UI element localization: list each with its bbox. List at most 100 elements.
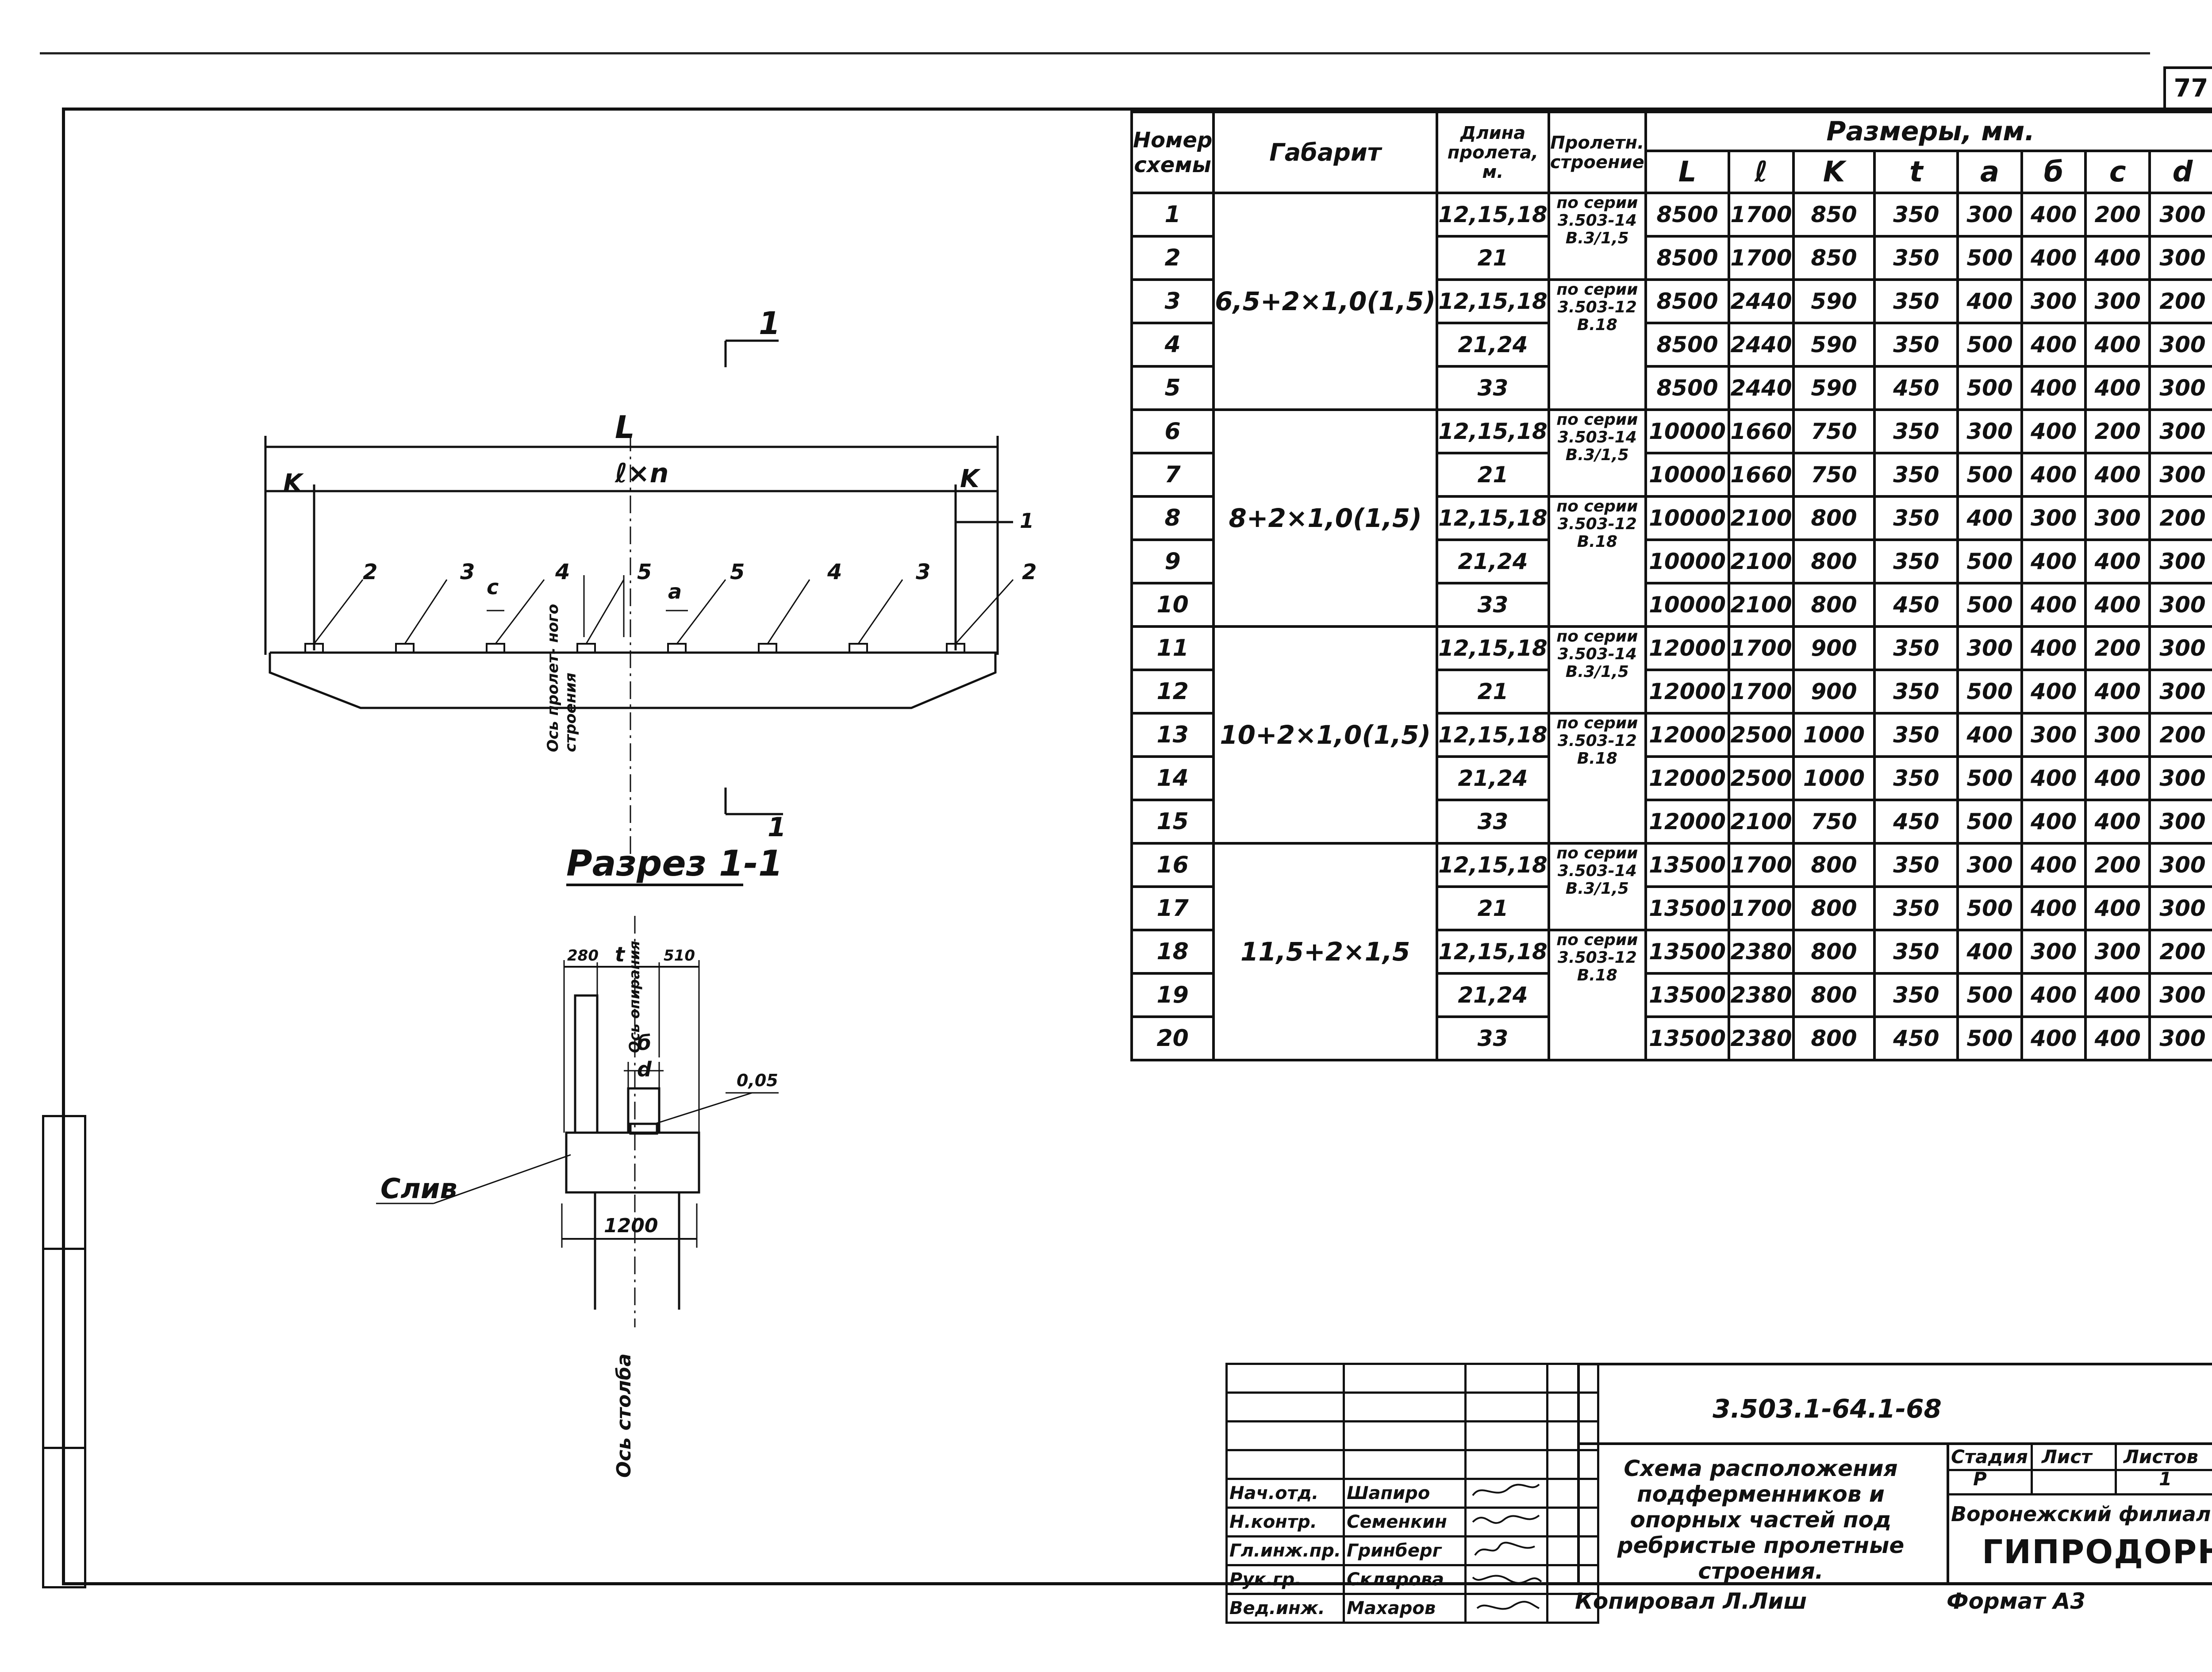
- section-mark-top: 1: [759, 305, 780, 342]
- tb-empty: [1343, 1391, 1467, 1422]
- span-length-cell: 33: [1436, 365, 1550, 411]
- dimensions-table: Номер схемы Габарит Длина пролета, м. Пр…: [1130, 111, 2212, 1061]
- header-dim-L: L: [1644, 150, 1731, 194]
- dimension-cell: 350: [1873, 538, 1959, 584]
- dim-t: t: [615, 942, 625, 966]
- dimension-cell: 400: [2020, 322, 2087, 368]
- signer-role: Гл.инж.пр.: [1225, 1535, 1345, 1566]
- dimension-cell: 300: [1956, 842, 2023, 888]
- superstructure-series-cell: по серии 3.503-14 В.3/1,5: [1547, 625, 1647, 715]
- tb-empty: [1546, 1564, 1600, 1595]
- scheme-no-cell: 14: [1130, 755, 1215, 801]
- signer-role: Нач.отд.: [1225, 1478, 1345, 1509]
- dimension-cell: 500: [1956, 365, 2023, 411]
- dimension-cell: 900: [1792, 669, 1876, 715]
- dimension-cell: 400: [2084, 972, 2151, 1018]
- dimension-cell: 12000: [1644, 625, 1731, 671]
- tb-empty: [1546, 1478, 1600, 1509]
- scheme-no-cell: 13: [1130, 712, 1215, 758]
- header-dim-a: a: [1956, 150, 2023, 194]
- header-span-length: Длина пролета, м.: [1436, 111, 1550, 194]
- span-length-cell: 21: [1436, 235, 1550, 281]
- dimension-cell: 1700: [1728, 842, 1795, 888]
- dimension-cell: 2380: [1728, 929, 1795, 975]
- tb-empty: [1343, 1363, 1467, 1394]
- dimension-cell: 350: [1873, 755, 1959, 801]
- span-length-cell: 21,24: [1436, 538, 1550, 584]
- dimension-cell: 12000: [1644, 755, 1731, 801]
- dimension-cell: 300: [2148, 538, 2212, 584]
- dimension-cell: 300: [2084, 278, 2151, 324]
- tb-empty: [1225, 1420, 1345, 1451]
- dimension-cell: 1000: [1792, 712, 1876, 758]
- table-row: 20331350023808004505004004003005: [1130, 1015, 2212, 1061]
- signer-name: Семенкин: [1343, 1507, 1467, 1537]
- dimension-cell: 450: [1873, 582, 1959, 628]
- span-length-cell: 12,15,18: [1436, 929, 1550, 975]
- format-note: Формат А3: [1947, 1588, 2086, 1614]
- scheme-no-cell: 2: [1130, 235, 1215, 281]
- dimension-cell: 400: [2020, 972, 2087, 1018]
- dimension-cell: 400: [2084, 538, 2151, 584]
- dimension-cell: 2440: [1728, 322, 1795, 368]
- dimension-cell: 800: [1792, 842, 1876, 888]
- header-scheme-no: Номер схемы: [1130, 111, 1215, 194]
- header-dim-t: t: [1873, 150, 1959, 194]
- scheme-no-cell: 20: [1130, 1015, 1215, 1061]
- table-row: 10331000021008004505004004003004: [1130, 582, 2212, 628]
- dimension-cell: 300: [2148, 1015, 2212, 1061]
- span-length-cell: 12,15,18: [1436, 278, 1550, 324]
- dimension-cell: 500: [1956, 538, 2023, 584]
- dimension-cell: 8500: [1644, 278, 1731, 324]
- bearing-layout-drawing: [264, 339, 1014, 1327]
- tb-empty: [1546, 1420, 1600, 1451]
- stage-grid-v3: [2115, 1442, 2117, 1495]
- slope-label: 0,05: [737, 1071, 778, 1090]
- dimension-cell: 13500: [1644, 972, 1731, 1018]
- dimension-cell: 200: [2148, 278, 2212, 324]
- table-row: 15331200021007504505004004003005: [1130, 799, 2212, 845]
- span-length-cell: 21,24: [1436, 755, 1550, 801]
- header-gabarit: Габарит: [1212, 111, 1439, 194]
- header-dim-K: K: [1792, 150, 1876, 194]
- dimension-cell: 590: [1792, 322, 1876, 368]
- section-mark-bottom: 1: [768, 812, 786, 843]
- scheme-no-cell: 16: [1130, 842, 1215, 888]
- copied-by: Копировал Л.Лиш: [1575, 1588, 1807, 1614]
- section-title: Разрез 1-1: [566, 843, 783, 884]
- bearing-label-8: 2: [1022, 560, 1037, 584]
- dimension-cell: 2100: [1728, 538, 1795, 584]
- dimension-cell: 13500: [1644, 929, 1731, 975]
- dimension-cell: 400: [2020, 799, 2087, 845]
- bearing-label-7: 3: [916, 560, 931, 584]
- dimension-cell: 400: [2084, 582, 2151, 628]
- dimension-cell: 12000: [1644, 712, 1731, 758]
- scheme-no-cell: 6: [1130, 408, 1215, 454]
- superstructure-series-cell: по серии 3.503-12 В.18: [1547, 495, 1647, 628]
- dimension-cell: 500: [1956, 582, 2023, 628]
- dimension-cell: 12000: [1644, 669, 1731, 715]
- dimension-cell: 200: [2084, 192, 2151, 238]
- page-number: 77: [2174, 74, 2208, 103]
- header-dim-d: d: [2148, 150, 2212, 194]
- tb-empty: [1464, 1420, 1549, 1451]
- dimension-cell: 800: [1792, 582, 1876, 628]
- header-dimensions: Размеры, мм.: [1644, 111, 2212, 152]
- axis-span-label: Ось пролет- ного строения: [544, 603, 580, 752]
- dimension-cell: 13500: [1644, 1015, 1731, 1061]
- doc-code: 3.503.1-64.1-68: [1713, 1394, 1942, 1424]
- header-superstructure: Пролетн. строение: [1547, 111, 1647, 194]
- dimension-cell: 500: [1956, 452, 2023, 498]
- dimension-cell: 12000: [1644, 799, 1731, 845]
- stage-grid-v2: [2031, 1442, 2033, 1495]
- dim-L-label: L: [615, 409, 635, 446]
- signature: [1464, 1535, 1549, 1566]
- span-length-cell: 33: [1436, 582, 1550, 628]
- scheme-no-cell: 19: [1130, 972, 1215, 1018]
- dimension-cell: 300: [1956, 192, 2023, 238]
- span-length-cell: 21: [1436, 885, 1550, 931]
